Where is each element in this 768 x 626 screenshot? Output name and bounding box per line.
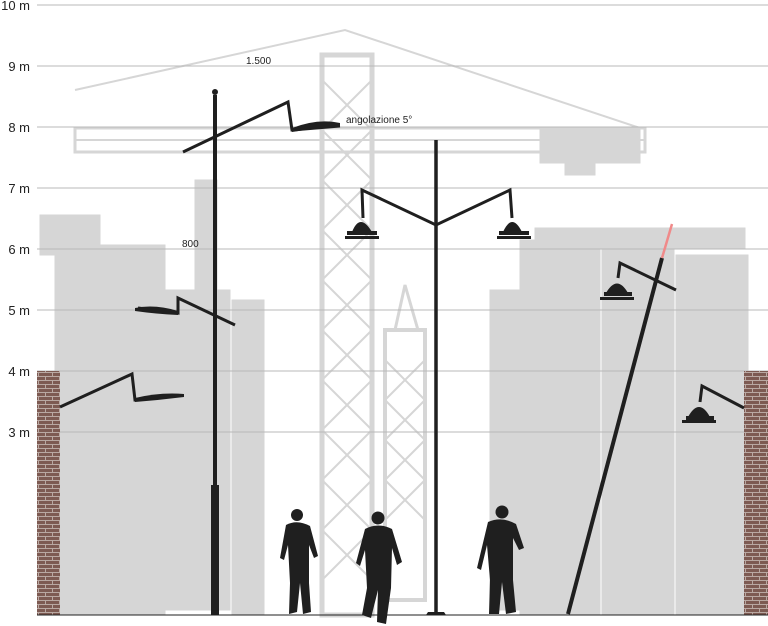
silo-roof-silhouette: [534, 227, 746, 249]
scale-label-9m: 9 m: [8, 59, 30, 74]
left-tower-silhouette: [99, 289, 231, 611]
left-chimney-silhouette: [231, 299, 265, 616]
person-silhouette-1: [280, 509, 318, 614]
scale-label-4m: 4 m: [8, 364, 30, 379]
right-wall-arm: [698, 383, 745, 410]
pole-1-lower-luminaire: [135, 306, 178, 315]
pole-1-base: [211, 485, 219, 615]
right-wall-luminaire: [682, 383, 745, 423]
small-crane-silhouette: [383, 284, 427, 602]
person-silhouette-3: [477, 505, 524, 614]
scale-label-5m: 5 m: [8, 303, 30, 318]
left-wall-luminaire: [59, 371, 184, 409]
height-scale: 10 m 9 m 8 m 7 m 6 m 5 m 4 m 3 m: [1, 0, 768, 440]
pole-3-red-tip: [660, 223, 674, 259]
person-silhouette-2: [356, 511, 402, 624]
silo-1-silhouette: [519, 239, 601, 616]
right-wall-lantern: [682, 407, 716, 423]
left-brick-wall: [37, 371, 60, 615]
scale-label-3m: 3 m: [8, 425, 30, 440]
pole-2-double-arm: [360, 187, 514, 227]
pole-3-lantern: [600, 283, 634, 300]
street-light-pole-2: [345, 140, 531, 615]
pole-1-finial: [212, 89, 218, 95]
industrial-background-silhouette: [39, 28, 749, 618]
pole-1-upper-luminaire: [292, 121, 340, 132]
street-light-pole-3-inclined: [566, 223, 677, 615]
scale-label-7m: 7 m: [8, 181, 30, 196]
scale-label-10m: 10 m: [1, 0, 30, 13]
scale-label-8m: 8 m: [8, 120, 30, 135]
scale-label-6m: 6 m: [8, 242, 30, 257]
pole-3-shaft: [566, 257, 664, 615]
right-brick-wall: [744, 371, 768, 615]
silo-3-silhouette: [675, 254, 749, 616]
street-light-pole-1: [135, 89, 341, 615]
left-factory-roof-silhouette: [39, 214, 101, 256]
pole-2-base: [426, 612, 446, 615]
left-wall-luminaire-head: [135, 393, 184, 402]
arm-angle-annotation: angolazione 5°: [346, 115, 412, 126]
pole-2-left-lantern: [345, 222, 379, 239]
pole-3-arm: [616, 260, 677, 292]
bracket-length-dimension: 800: [182, 239, 199, 250]
arm-length-dimension: 1.500: [246, 56, 271, 67]
pole-2-right-lantern: [497, 222, 531, 239]
